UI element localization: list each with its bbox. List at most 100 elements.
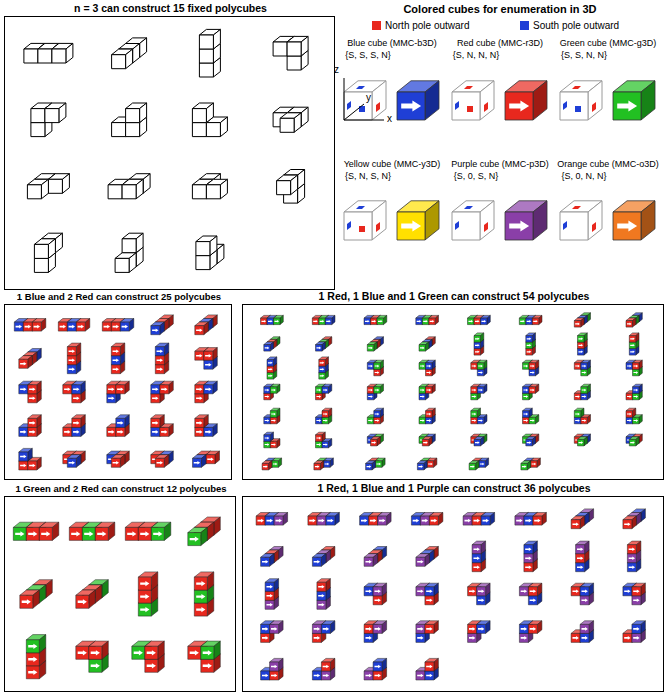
magnet-arrow <box>69 349 75 353</box>
magnet-arrow <box>630 338 635 341</box>
cube-front <box>374 369 381 376</box>
cube-front <box>34 244 48 258</box>
cube-side <box>435 315 438 324</box>
polycube <box>519 621 542 643</box>
magnet-arrow <box>417 320 422 323</box>
cube-side <box>380 408 383 417</box>
polycube <box>526 333 536 355</box>
cube-side <box>432 360 435 369</box>
cube-side <box>484 384 487 393</box>
cube-front <box>364 557 373 566</box>
magnet-arrow <box>426 674 432 678</box>
magnet-arrow <box>366 674 372 678</box>
cube-side <box>279 658 284 671</box>
cube-name: Purple cube (MMC-p3D) <box>451 158 549 170</box>
magnet-arrow <box>420 347 425 350</box>
polycube <box>112 103 147 137</box>
cube-front <box>316 441 323 448</box>
polycube <box>416 547 439 567</box>
cube-side <box>636 437 639 446</box>
polycube <box>571 621 594 643</box>
cube-front <box>581 369 588 376</box>
cube-front <box>613 212 641 240</box>
cube-front <box>201 659 214 672</box>
magnet-arrow <box>15 531 24 536</box>
cube-side <box>277 408 280 417</box>
magnet-arrow <box>196 607 205 612</box>
polycube <box>316 337 332 351</box>
polycube <box>261 547 284 567</box>
cube-side <box>633 318 636 327</box>
pole-set: {S, N, N, N} <box>453 49 500 61</box>
cube-front <box>416 671 425 680</box>
cube-front <box>344 92 372 120</box>
cube-side <box>294 113 301 133</box>
cube-front <box>270 387 277 394</box>
cube-front <box>560 92 588 120</box>
magnet-arrow <box>527 351 532 354</box>
magnet-arrow <box>20 430 26 434</box>
polycube <box>151 451 174 467</box>
cube-front <box>204 385 213 394</box>
cube-side <box>66 43 73 63</box>
cube-front <box>206 455 215 464</box>
cube-front <box>477 387 484 394</box>
cube-front <box>264 435 271 442</box>
cube-front <box>195 351 204 360</box>
cube-front <box>20 595 33 608</box>
cube-front <box>14 322 23 331</box>
magnet-arrow <box>325 463 330 466</box>
cube-front <box>138 590 151 603</box>
pole-marker <box>455 221 459 230</box>
cube-side <box>432 434 435 443</box>
cube-front <box>48 179 62 193</box>
magnet-arrow <box>375 419 380 422</box>
magnet-arrow <box>113 461 119 465</box>
magnet-arrow <box>527 441 532 444</box>
magnet-arrow <box>480 463 485 466</box>
magnet-arrow <box>375 371 380 374</box>
magnet-arrow <box>16 325 22 329</box>
panel-box: 1 Red, 1 Blue and 1 Purple can construct… <box>242 496 664 692</box>
cube-front <box>367 387 374 394</box>
cube-front <box>574 393 581 400</box>
cube-front <box>192 185 206 199</box>
magnet-arrow <box>326 320 331 323</box>
magnet-arrow <box>271 443 276 446</box>
magnet-arrow <box>60 325 66 329</box>
magnet-arrow <box>196 430 202 434</box>
cube-side <box>220 117 227 137</box>
cube-front <box>471 387 478 394</box>
polycube <box>256 513 288 526</box>
polycube <box>471 408 487 424</box>
magnet-arrow <box>368 419 373 422</box>
pole-marker <box>592 102 596 112</box>
polycube <box>411 513 443 526</box>
magnet-arrow <box>530 599 536 603</box>
cube-front <box>151 427 160 436</box>
cube-front <box>371 439 378 446</box>
polycube <box>523 434 539 446</box>
polycube <box>472 541 486 572</box>
cube-side <box>382 458 385 467</box>
cube-front <box>367 417 374 424</box>
cube-side <box>41 319 46 332</box>
cube-front <box>138 577 151 590</box>
cube-side <box>380 337 383 346</box>
polycube <box>69 522 115 540</box>
magnet-arrow <box>368 365 373 368</box>
magnet-arrow <box>320 368 325 371</box>
cube-front <box>72 385 81 394</box>
magnet-arrow <box>530 371 535 374</box>
cube-front <box>416 587 425 596</box>
magnet-arrow <box>367 465 372 468</box>
magnet-arrow <box>575 323 580 326</box>
magnet-arrow <box>73 397 79 401</box>
cube-side <box>588 201 602 240</box>
cube-front <box>420 516 429 525</box>
cube-front <box>578 336 585 343</box>
cube-side <box>76 455 81 468</box>
cube-side <box>477 408 480 417</box>
cube-front <box>324 461 331 468</box>
cube-side <box>164 343 169 356</box>
